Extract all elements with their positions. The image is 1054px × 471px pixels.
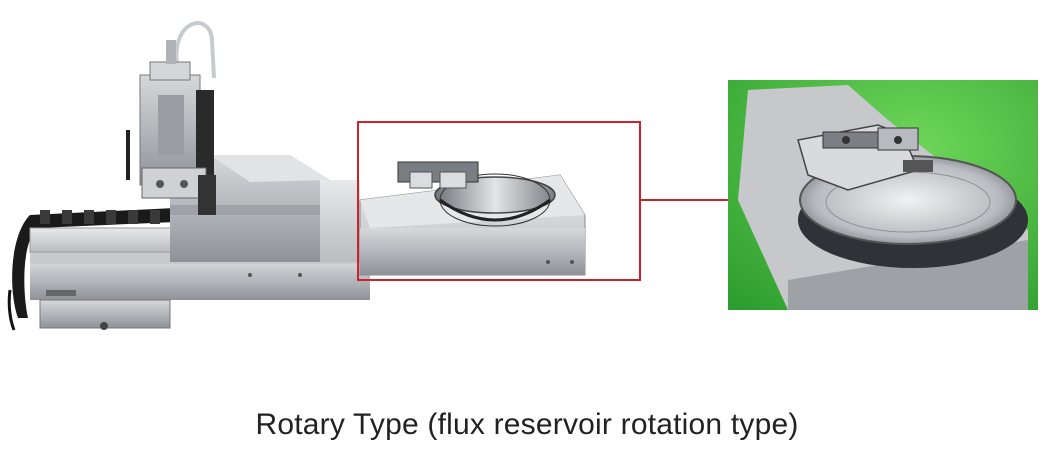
connector-line-end	[698, 199, 730, 201]
rotary-flux-reservoir	[359, 161, 586, 276]
cable-chain	[7, 208, 175, 331]
dipping-head	[126, 21, 216, 215]
machine-photo	[7, 21, 700, 331]
figure-caption: Rotary Type (flux reservoir rotation typ…	[255, 408, 799, 441]
detail-photo	[728, 80, 1038, 310]
